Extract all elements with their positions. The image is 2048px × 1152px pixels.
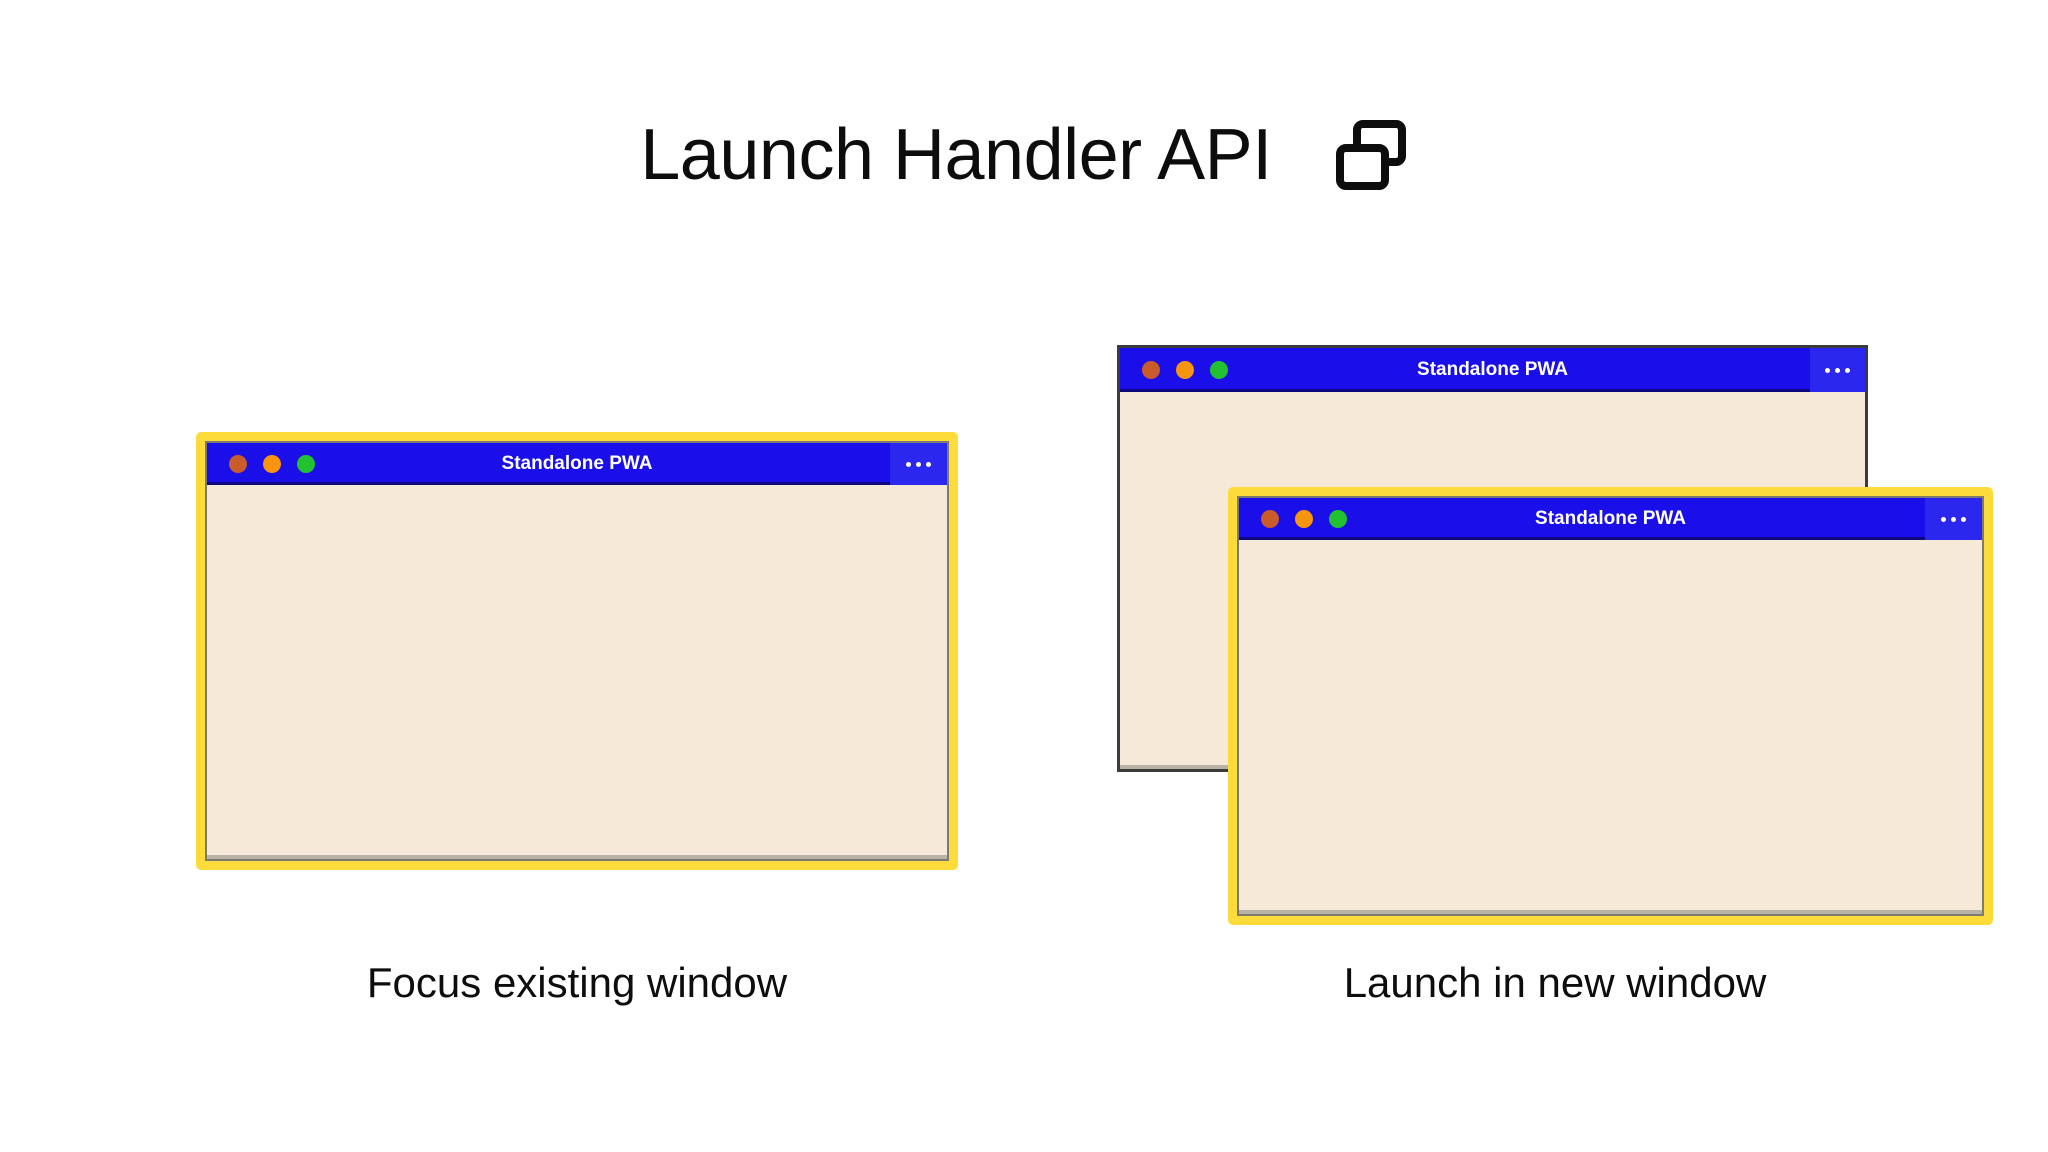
window-focus-existing[interactable]: Standalone PWA <box>196 432 958 870</box>
traffic-lights <box>1142 361 1244 379</box>
maximize-button-icon[interactable] <box>1210 361 1228 379</box>
window-titlebar[interactable]: Standalone PWA <box>1239 498 1982 540</box>
close-button-icon[interactable] <box>229 455 247 473</box>
window-content-area <box>207 485 947 859</box>
traffic-lights <box>229 455 331 473</box>
kebab-menu-icon[interactable] <box>890 443 947 485</box>
caption-launch-in-new-window: Launch in new window <box>1343 959 1767 1006</box>
close-button-icon[interactable] <box>1142 361 1160 379</box>
minimize-button-icon[interactable] <box>1176 361 1194 379</box>
window-content-area <box>1239 540 1982 914</box>
close-button-icon[interactable] <box>1261 510 1279 528</box>
minimize-button-icon[interactable] <box>263 455 281 473</box>
window-inner: Standalone PWA <box>1237 496 1984 916</box>
maximize-button-icon[interactable] <box>1329 510 1347 528</box>
caption-focus-existing-window: Focus existing window <box>366 959 788 1006</box>
window-titlebar[interactable]: Standalone PWA <box>207 443 947 485</box>
overlapping-windows-icon <box>1335 120 1406 190</box>
page-header: Launch Handler API <box>0 118 2048 192</box>
maximize-button-icon[interactable] <box>297 455 315 473</box>
window-inner: Standalone PWA <box>205 441 949 861</box>
window-new-pwa[interactable]: Standalone PWA <box>1228 487 1993 925</box>
kebab-menu-icon[interactable] <box>1810 348 1865 392</box>
window-titlebar[interactable]: Standalone PWA <box>1120 348 1865 392</box>
page-title: Launch Handler API <box>640 115 1272 195</box>
kebab-menu-icon[interactable] <box>1925 498 1982 540</box>
traffic-lights <box>1261 510 1363 528</box>
minimize-button-icon[interactable] <box>1295 510 1313 528</box>
